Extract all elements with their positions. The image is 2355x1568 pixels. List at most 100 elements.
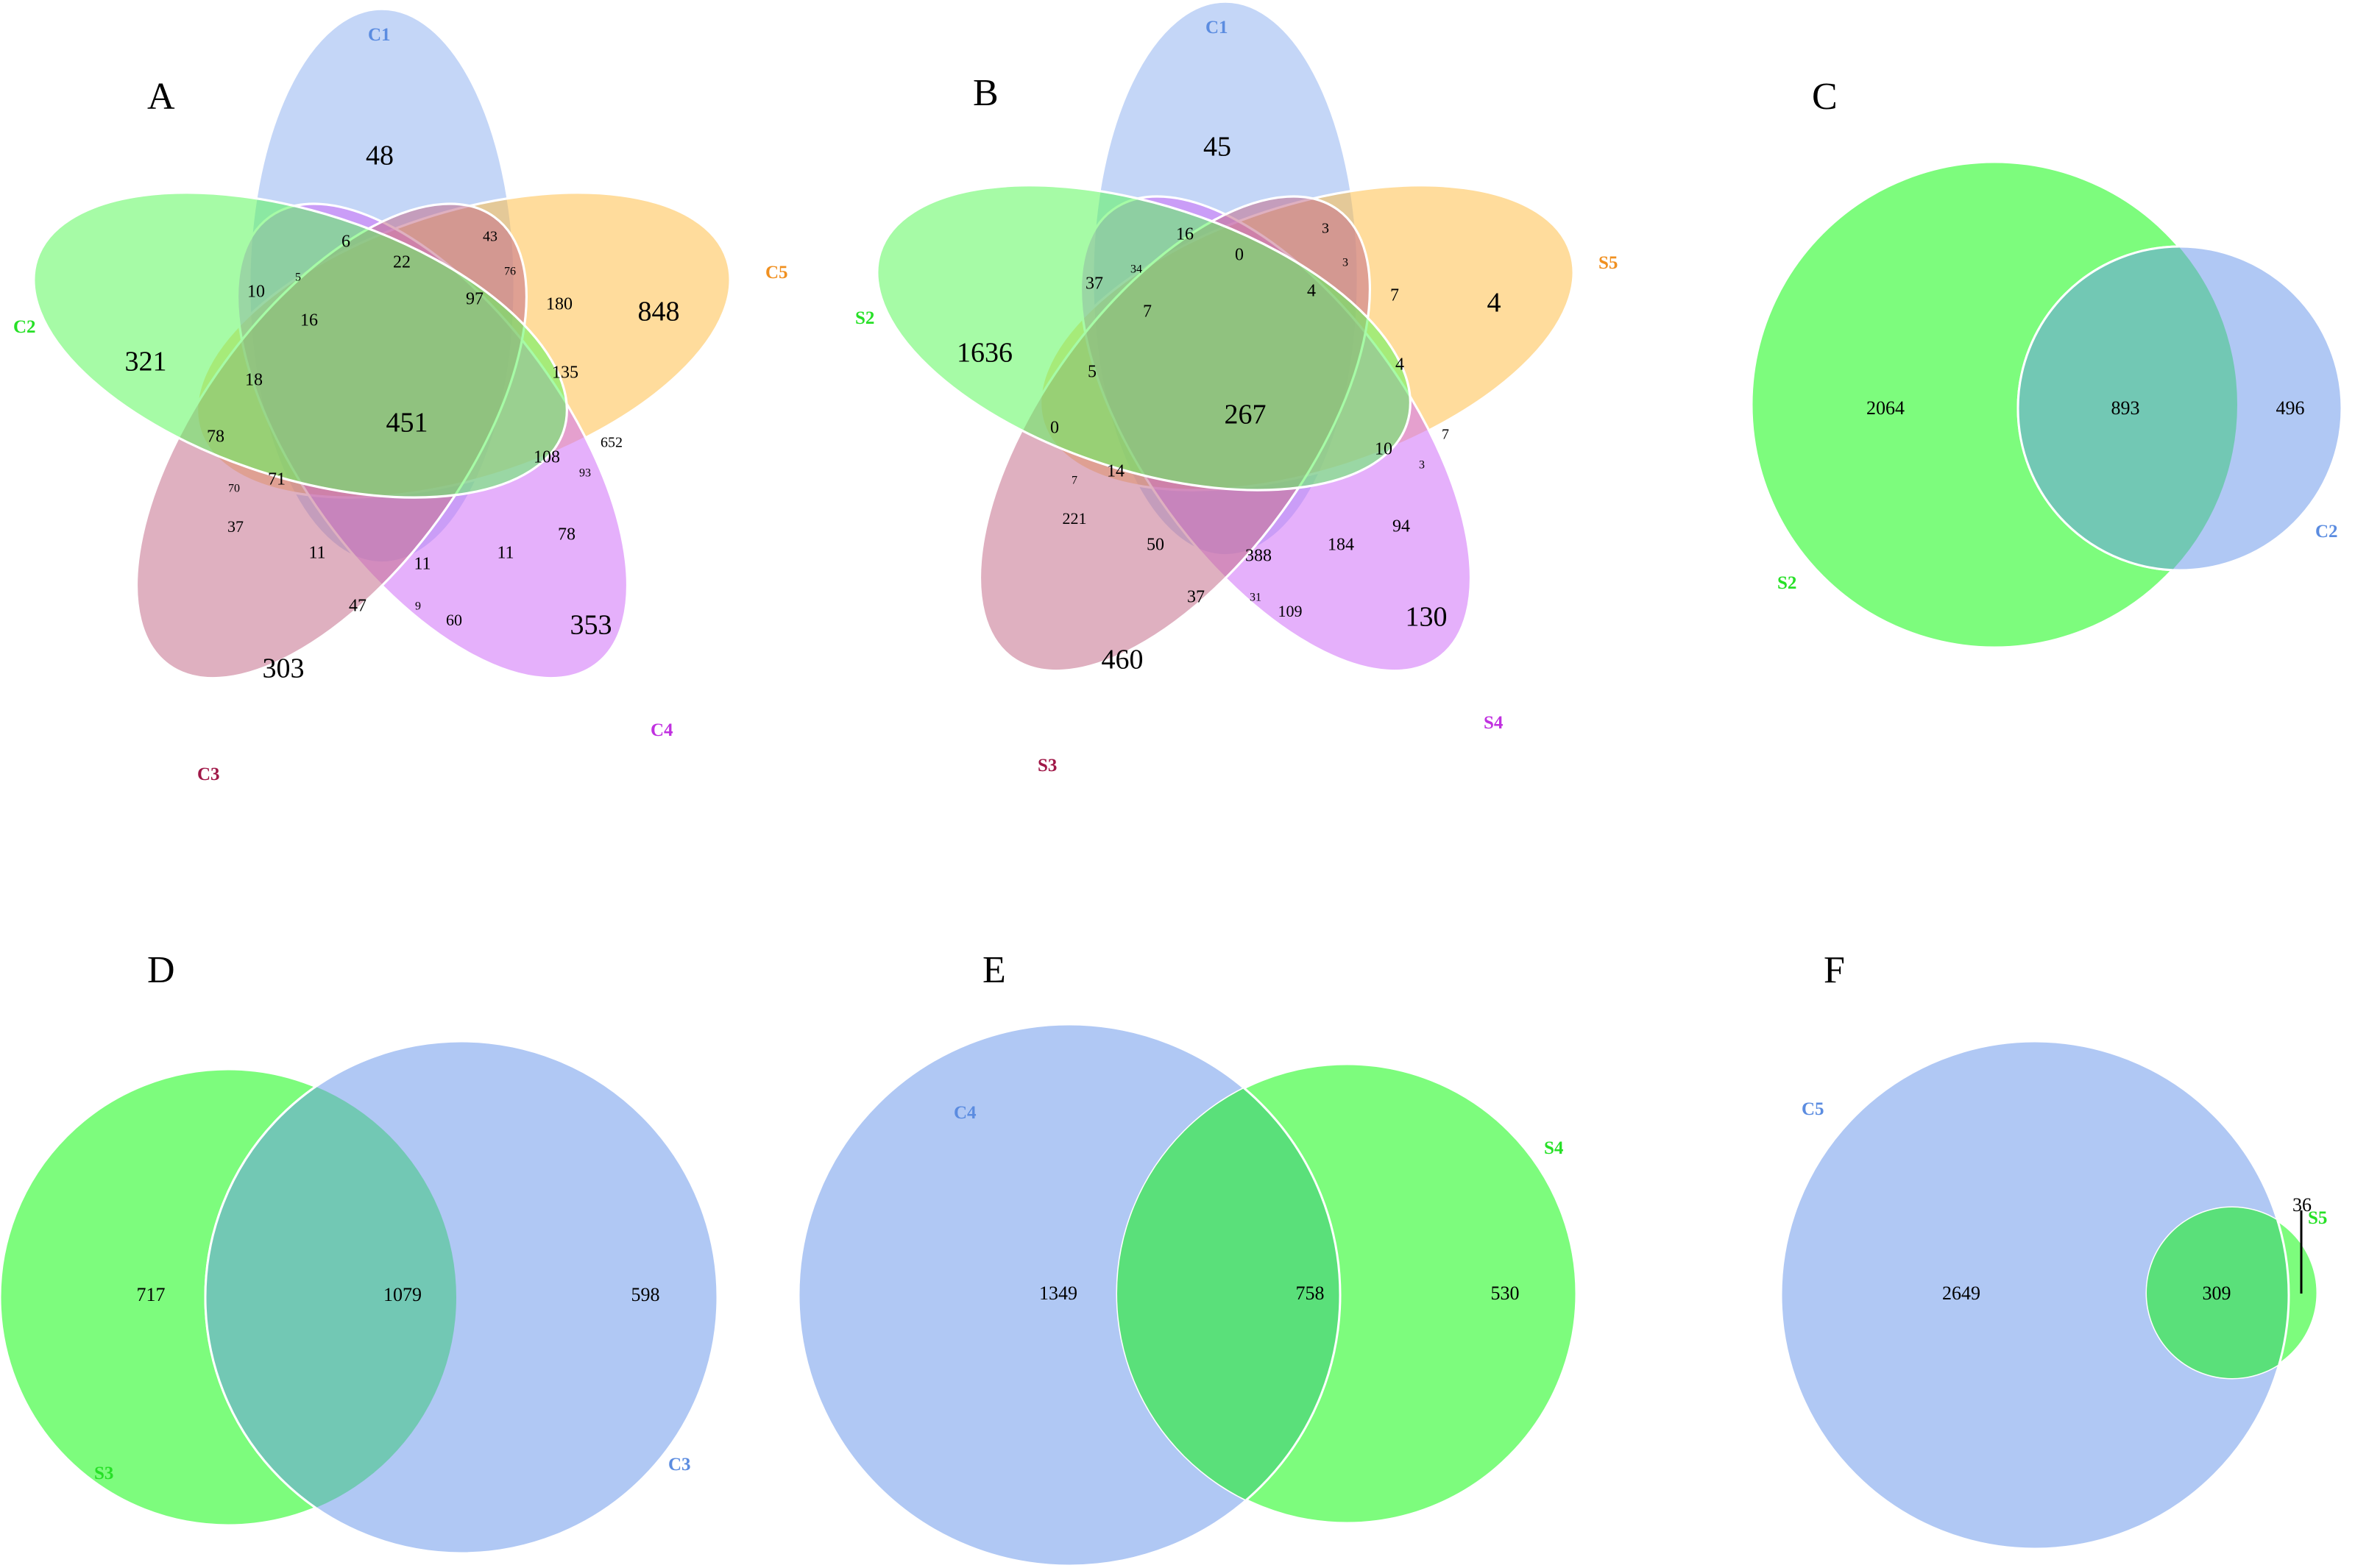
region-count: 71	[268, 470, 286, 489]
region-count: 451	[386, 408, 428, 439]
panel-d: D S3 C3 717 1079 598	[0, 949, 719, 1555]
set-label-b-2: S2	[855, 308, 874, 328]
region-count: 496	[2276, 397, 2305, 419]
region-count: 7	[1072, 475, 1077, 487]
region-count: 18	[245, 371, 263, 390]
region-count: 31	[1250, 592, 1261, 604]
region-count: 50	[1147, 536, 1164, 555]
set-label-f-1: C5	[1802, 1099, 1824, 1119]
region-count: 109	[1278, 602, 1303, 620]
set-label-a-3: C3	[197, 765, 220, 784]
region-count: 37	[1187, 588, 1205, 607]
region-count: 652	[601, 435, 623, 451]
region-count: 9	[415, 600, 421, 613]
region-count: 893	[2111, 397, 2140, 419]
region-count: 7	[1143, 302, 1152, 322]
region-count: 7	[1390, 286, 1399, 305]
region-count: 3	[1322, 221, 1329, 237]
set-label-e-2: S4	[1544, 1138, 1564, 1158]
region-count: 1636	[957, 338, 1013, 369]
venn5-b	[876, 0, 1575, 673]
region-count: 4	[1395, 355, 1404, 375]
set-label-b-3: S3	[1038, 756, 1057, 776]
region-count: 1079	[383, 1284, 422, 1305]
region-count: 45	[1203, 132, 1231, 163]
set-label-b-4: S4	[1484, 713, 1504, 733]
region-count: 10	[1375, 440, 1392, 459]
region-count: 388	[1245, 547, 1272, 566]
region-count: 11	[414, 555, 431, 574]
set-label-d-1: S3	[94, 1464, 113, 1483]
panel-label-e: E	[982, 949, 1006, 991]
region-count: 16	[1176, 225, 1194, 244]
region-count: 11	[497, 544, 514, 563]
region-count: 76	[504, 266, 516, 278]
region-count: 37	[1086, 274, 1103, 294]
region-count: 353	[570, 610, 612, 641]
panel-e: E C4 S4 1349 758 530	[797, 949, 1578, 1567]
region-count: 4	[1307, 282, 1316, 301]
region-count: 5	[1088, 363, 1097, 382]
panel-c: C S2 C2 2064 893 496	[1750, 76, 2343, 649]
panel-label-a: A	[147, 76, 175, 118]
region-count: 130	[1406, 602, 1448, 633]
region-count: 3	[1419, 459, 1425, 472]
region-count: 70	[228, 483, 240, 495]
region-count: 34	[1130, 263, 1142, 276]
region-count: 6	[341, 233, 350, 252]
set-label-a-5: C5	[765, 263, 788, 283]
region-count: 221	[1063, 509, 1087, 528]
region-count: 11	[308, 544, 325, 563]
panel-b: B C1 S2 S3 S4 S5 45 1636 460 130 4 16 37…	[855, 0, 1618, 776]
region-count: 37	[227, 517, 244, 536]
region-count: 1349	[1039, 1283, 1077, 1304]
region-count: 78	[558, 525, 576, 544]
set-label-f-2: S5	[2308, 1208, 2327, 1228]
region-count: 135	[552, 363, 578, 383]
region-count: 717	[137, 1284, 166, 1305]
region-count: 94	[1392, 517, 1410, 536]
set-c2-ellipse	[32, 191, 568, 499]
region-count: 0	[1235, 246, 1244, 265]
region-count: 460	[1102, 645, 1144, 675]
region-count: 5	[295, 272, 301, 284]
region-count: 16	[300, 311, 318, 330]
region-count: 2064	[1866, 397, 1905, 419]
region-count: 93	[579, 467, 591, 480]
region-count: 78	[207, 428, 224, 447]
set-label-c-1: S2	[1777, 573, 1796, 593]
region-count: 60	[446, 611, 462, 629]
region-count: 48	[366, 141, 394, 171]
set-label-a-4: C4	[651, 720, 673, 740]
region-count: 267	[1225, 400, 1267, 430]
panel-a: A C1 C2 C3 C4 C5 48 321 303 353 848 6 10…	[13, 7, 788, 784]
region-count: 303	[263, 653, 305, 684]
overlap-c4-s4	[1117, 1064, 1342, 1523]
region-count: 4	[1487, 288, 1501, 319]
set-label-a-2: C2	[13, 317, 36, 337]
counts-a: 48 321 303 353 848 6 10 5 22 16 43 76 97…	[125, 141, 680, 684]
region-count: 10	[247, 283, 265, 302]
set-label-e-1: C4	[954, 1103, 977, 1123]
region-count: 309	[2203, 1283, 2231, 1304]
panel-label-c: C	[1812, 76, 1838, 118]
overlap-c5-s5	[2147, 1207, 2290, 1378]
region-count: 758	[1296, 1283, 1325, 1304]
region-count: 3	[1342, 257, 1348, 269]
region-count: 530	[1491, 1283, 1520, 1304]
region-count: 22	[393, 253, 411, 272]
region-count: 97	[466, 290, 484, 309]
set-label-a-1: C1	[368, 25, 391, 45]
panel-label-d: D	[147, 949, 175, 991]
set-s2-ellipse	[876, 184, 1412, 492]
region-count: 47	[349, 597, 366, 616]
region-count: 184	[1328, 536, 1354, 555]
region-count: 180	[546, 295, 573, 314]
panel-f: F C5 S5 2649 309 36	[1779, 949, 2327, 1550]
set-label-b-1: C1	[1205, 18, 1228, 38]
region-count: 14	[1107, 462, 1125, 481]
region-count: 321	[125, 347, 167, 377]
region-count: 108	[534, 448, 560, 467]
region-count: 2649	[1942, 1283, 1980, 1304]
